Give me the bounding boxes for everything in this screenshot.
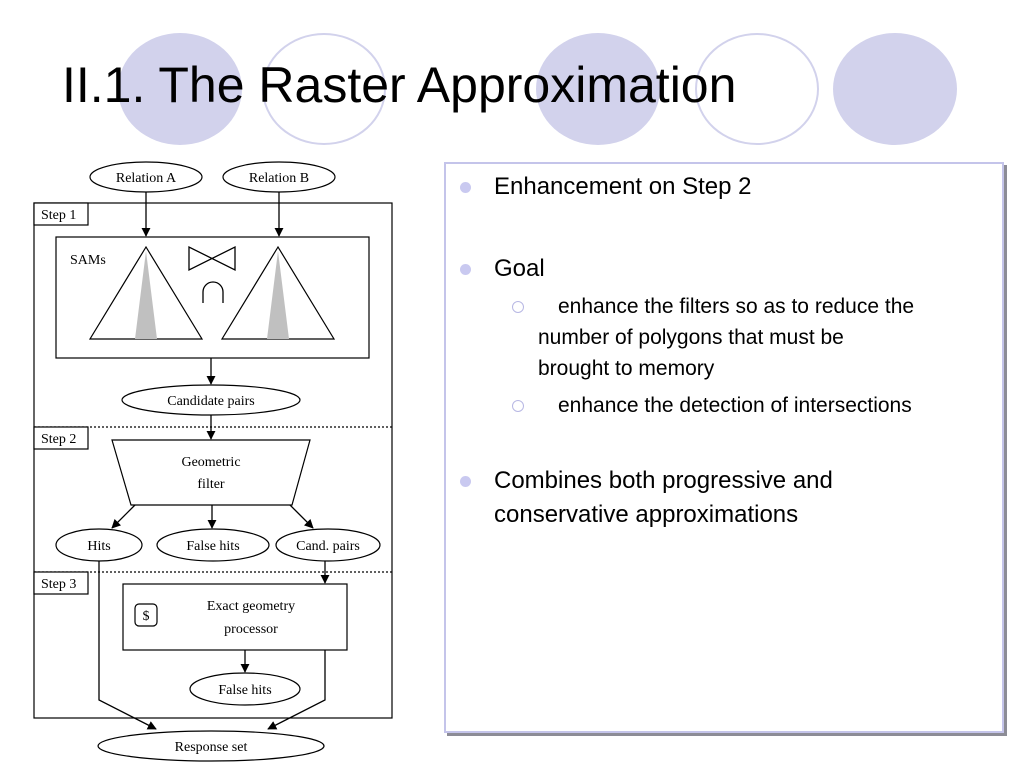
arrow-filter-to-cand-pairs (289, 504, 314, 529)
bullet-combines-line2: conservative approximations (494, 501, 799, 528)
false-hits-node-2 (189, 672, 301, 706)
bullet-combines-line1: Combines both progressive and (494, 467, 833, 494)
sub-bullet-circle (512, 400, 524, 412)
dollar-label: $ (143, 609, 150, 624)
false-hits-node (156, 528, 270, 562)
response-set-node (97, 730, 325, 762)
bullet-dot (460, 264, 471, 275)
relation-b-label: Relation B (249, 171, 309, 186)
bullet-dot (460, 476, 471, 487)
step1-label-box (33, 202, 89, 226)
decorative-circle (833, 33, 957, 145)
decorative-ring (262, 33, 386, 145)
step2-label: Step 2 (41, 432, 76, 447)
decorative-circle (118, 33, 242, 145)
slide-title: II.1. The Raster Approximation (62, 57, 737, 113)
step2-label-box (33, 426, 89, 450)
candidate-pairs-label: Candidate pairs (167, 394, 254, 409)
geometric-filter-label-1: Geometric (181, 455, 240, 470)
steps-frame (33, 202, 393, 719)
join-symbol (188, 245, 236, 272)
bullet-enhancement: Enhancement on Step 2 (494, 173, 752, 200)
decorative-ring (695, 33, 819, 145)
arrow-filter-to-hits (111, 504, 136, 529)
step3-label-box (33, 571, 89, 595)
decorative-circle (536, 33, 660, 145)
raster-approximation-flow-diagram: Relation A Relation B Candidate pairs Ge… (33, 161, 393, 762)
step3-label: Step 3 (41, 577, 76, 592)
sub-bullet-filters-line1: enhance the filters so as to reduce the (558, 295, 915, 318)
bullet-goal: Goal (494, 255, 545, 282)
sub-bullet-intersections: enhance the detection of intersections (558, 394, 912, 417)
sub-bullet-filters-line2: number of polygons that must be (538, 326, 844, 349)
hits-label: Hits (87, 539, 110, 554)
arrow-exact-to-response (267, 650, 326, 730)
exact-geometry-label-2: processor (224, 622, 278, 637)
sam-tree-right (220, 245, 336, 340)
step1-label: Step 1 (41, 208, 76, 223)
sub-bullet-filters-line3: brought to memory (538, 357, 715, 380)
intersection-symbol (202, 281, 224, 303)
false-hits-label: False hits (186, 539, 239, 554)
cand-pairs-node (275, 528, 381, 562)
sams-label: SAMs (70, 253, 106, 268)
arrow-hits-to-response (98, 561, 157, 730)
cand-pairs-label: Cand. pairs (296, 539, 360, 554)
relation-a-label: Relation A (116, 171, 177, 186)
false-hits-label-2: False hits (218, 683, 271, 698)
response-set-label: Response set (175, 740, 248, 755)
sub-bullet-circle (512, 301, 524, 313)
sam-tree-left (88, 245, 204, 340)
bullet-panel: Enhancement on Step 2 Goal enhance the f… (444, 162, 1004, 733)
exact-geometry-box (122, 583, 348, 651)
geometric-filter-label-2: filter (197, 477, 225, 492)
exact-geometry-label-1: Exact geometry (207, 599, 295, 614)
bullet-dot (460, 182, 471, 193)
dollar-box (134, 603, 158, 627)
geometric-filter-node (111, 439, 311, 506)
